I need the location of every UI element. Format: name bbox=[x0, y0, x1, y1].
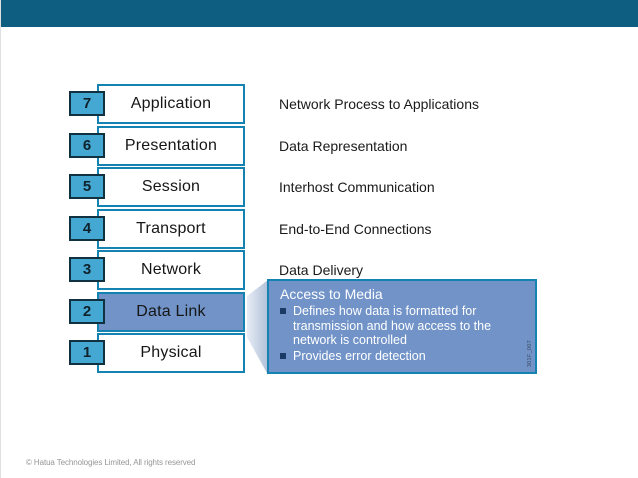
callout-bullet-list: Defines how data is formatted for transm… bbox=[269, 304, 535, 363]
layer-description-session: Interhost Communication bbox=[279, 179, 435, 195]
layer-name-label: Presentation bbox=[124, 136, 218, 154]
layer-number-label: 1 bbox=[82, 344, 92, 361]
callout-title: Access to Media bbox=[280, 286, 383, 302]
osi-layer-session: Session bbox=[97, 167, 245, 207]
callout-bullet-item: Defines how data is formatted for transm… bbox=[280, 304, 511, 348]
layer-number-label: 2 bbox=[82, 302, 92, 320]
layer-number-badge-3: 3 bbox=[69, 257, 105, 282]
layer-name-label: Transport bbox=[136, 219, 206, 237]
copyright-footer: © Hatua Technologies Limited, All rights… bbox=[26, 458, 196, 467]
callout-bullet-item: Provides error detection bbox=[280, 349, 511, 364]
layer-description-network: Data Delivery bbox=[279, 262, 364, 278]
layer-name-label: Network bbox=[140, 261, 202, 278]
layer-description-presentation: Data Representation bbox=[279, 137, 408, 154]
layer-number-badge-7: 7 bbox=[69, 91, 105, 116]
header-bar bbox=[1, 0, 638, 27]
layer-name-label: Data Link bbox=[136, 302, 206, 320]
layer-number-badge-6: 6 bbox=[69, 132, 105, 158]
layer-name-label: Session bbox=[141, 178, 201, 195]
osi-layer-transport: Transport bbox=[97, 208, 245, 249]
layer-description-transport: End-to-End Connections bbox=[279, 220, 432, 237]
layer-number-label: 7 bbox=[82, 95, 92, 112]
osi-layer-network: Network bbox=[97, 250, 245, 290]
data-link-callout: Access to Media Defines how data is form… bbox=[267, 279, 537, 374]
osi-layer-presentation: Presentation bbox=[97, 125, 245, 166]
osi-layer-data-link: Data Link bbox=[97, 291, 245, 332]
layer-number-badge-5: 5 bbox=[69, 174, 105, 199]
layer-number-badge-2: 2 bbox=[69, 298, 105, 324]
callout-pointer-wedge bbox=[247, 280, 268, 375]
layer-number-badge-4: 4 bbox=[69, 215, 105, 241]
layer-number-label: 3 bbox=[82, 261, 92, 278]
layer-description-application: Network Process to Applications bbox=[279, 96, 479, 112]
layer-number-label: 4 bbox=[82, 219, 92, 237]
layer-number-label: 6 bbox=[82, 136, 92, 154]
osi-layer-application: Application bbox=[97, 84, 245, 124]
layer-name-label: Application bbox=[130, 95, 212, 112]
layer-number-badge-1: 1 bbox=[69, 340, 105, 365]
layer-number-label: 5 bbox=[82, 178, 92, 195]
artwork-id-watermark: 301F_007 bbox=[527, 339, 533, 367]
osi-layer-physical: Physical bbox=[97, 333, 245, 373]
layer-name-label: Physical bbox=[140, 344, 202, 361]
